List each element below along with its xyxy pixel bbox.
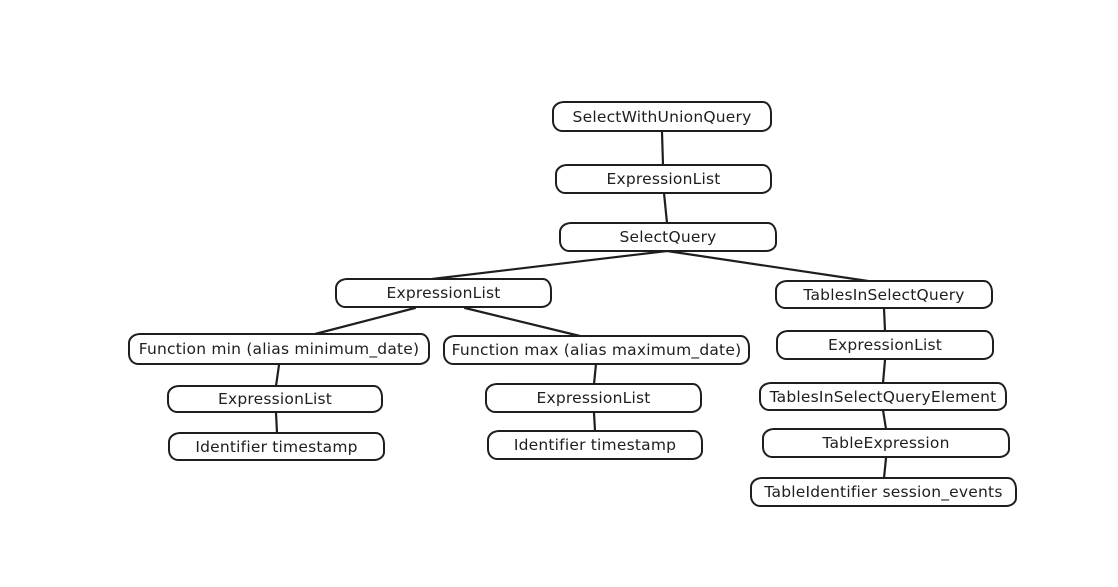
node-select-with-union-query: SelectWithUnionQuery [552,101,772,132]
node-tables-in-select-query-element: TablesInSelectQueryElement [759,382,1007,411]
node-identifier-timestamp-min: Identifier timestamp [168,432,385,461]
edge-tableexpression-to-tableidentifier [882,456,888,480]
node-expression-list-min: ExpressionList [167,385,383,413]
edge-expressionlist-to-identifier-timestamp-max [592,411,597,433]
node-select-query: SelectQuery [559,222,777,252]
edge-selectwithunionquery-to-expressionlist [660,130,665,167]
node-expression-list-tables: ExpressionList [776,330,994,360]
node-function-max: Function max (alias maximum_date) [443,335,750,365]
edge-expressionlist-to-tablesinselectqueryelement [881,358,887,385]
node-identifier-timestamp-max: Identifier timestamp [487,430,703,460]
edge-expressionlist-to-identifier-timestamp-min [274,411,279,435]
node-tables-in-select-query: TablesInSelectQuery [775,280,993,309]
edge-function-max-to-expressionlist [592,362,598,386]
edge-expressionlist-to-function-min [313,306,417,336]
node-expression-list-max: ExpressionList [485,383,702,413]
node-expression-list-select: ExpressionList [335,278,552,308]
node-expression-list-top: ExpressionList [555,164,772,194]
edge-expressionlist-to-selectquery [662,191,669,225]
node-function-min: Function min (alias minimum_date) [128,333,430,365]
edge-function-min-to-expressionlist [274,363,281,388]
edge-expressionlist-to-function-max [463,306,582,338]
edge-selectquery-to-expressionlist-left [430,249,669,281]
edge-selectquery-to-tablesinselectquery [665,249,870,283]
edge-tablesinselectquery-to-expressionlist [882,306,887,333]
node-table-expression: TableExpression [762,428,1010,458]
node-table-identifier: TableIdentifier session_events [750,477,1017,507]
edge-tablesinselectqueryelement-to-tableexpression [881,408,888,431]
